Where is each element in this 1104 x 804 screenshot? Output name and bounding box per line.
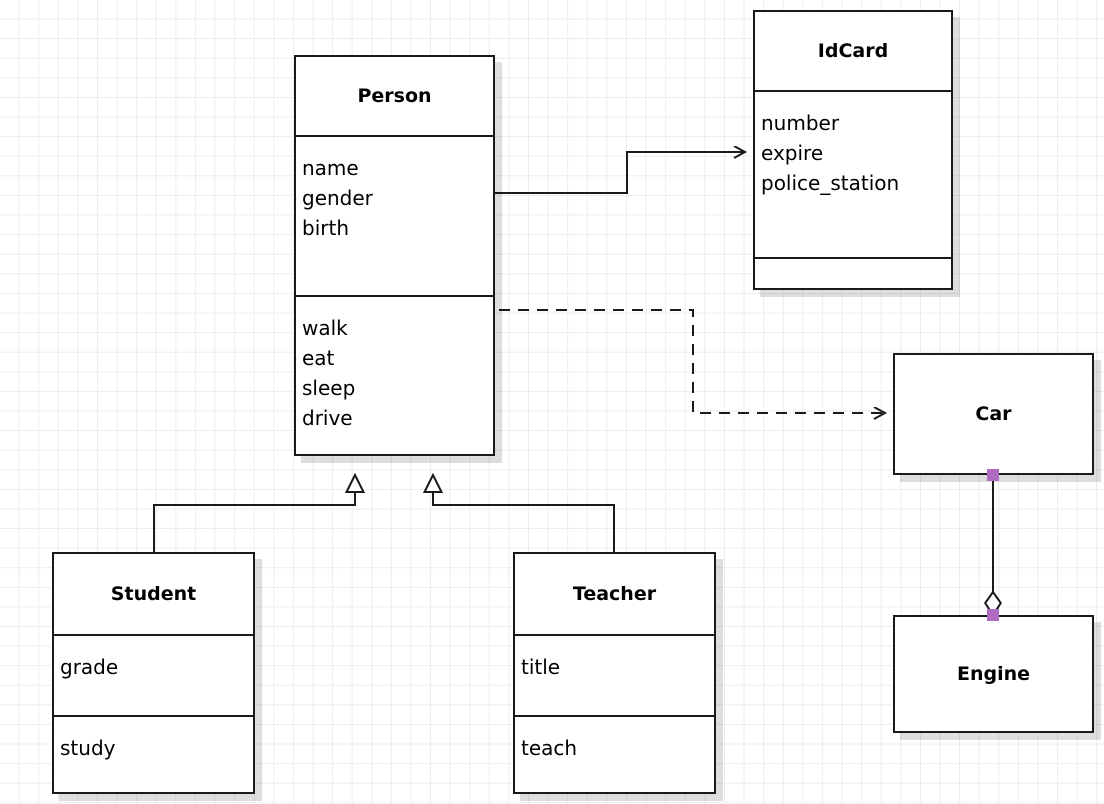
operation-item: drive [302,406,353,430]
attribute-item: name [302,156,359,180]
attributes-compartment-idcard: number expire police_station [755,90,951,257]
operation-item: teach [521,736,578,760]
attributes-compartment-person: name gender birth [296,135,493,295]
class-name-student: Student [110,583,197,605]
class-box-person[interactable]: Person name gender birth walk eat sleep … [294,55,495,456]
attribute-item: expire [761,141,824,165]
operation-item: walk [302,316,348,340]
class-box-idcard[interactable]: IdCard number expire police_station [753,10,953,290]
operation-item: sleep [302,376,356,400]
association-person-idcard[interactable] [495,152,745,194]
operation-item: study [60,736,116,760]
generalization-student-person[interactable] [153,475,355,552]
operation-item: eat [302,346,335,370]
attributes-compartment-student: grade [54,634,253,715]
attribute-item: birth [302,216,349,240]
attribute-item: title [521,655,561,679]
generalization-teacher-person[interactable] [433,475,615,552]
class-name-car: Car [975,403,1012,425]
attribute-item: number [761,111,840,135]
class-name-person: Person [357,85,432,107]
class-name-teacher: Teacher [572,583,657,605]
selection-handle-engine-end[interactable] [987,609,999,621]
class-box-engine[interactable]: Engine [893,615,1094,733]
class-box-student[interactable]: Student grade study [52,552,255,794]
attribute-item: gender [302,186,373,210]
class-box-car[interactable]: Car [893,353,1094,475]
attribute-item: police_station [761,171,900,195]
operations-compartment-idcard [755,257,951,292]
class-name-engine: Engine [956,663,1031,685]
selection-handle-car-end[interactable] [987,469,999,481]
operations-compartment-teacher: teach [515,715,714,796]
operations-compartment-person: walk eat sleep drive [296,295,493,456]
class-box-teacher[interactable]: Teacher title teach [513,552,716,794]
attributes-compartment-teacher: title [515,634,714,715]
dependency-person-car[interactable] [499,309,885,413]
class-name-idcard: IdCard [817,40,889,62]
attribute-item: grade [60,655,119,679]
operations-compartment-student: study [54,715,253,796]
